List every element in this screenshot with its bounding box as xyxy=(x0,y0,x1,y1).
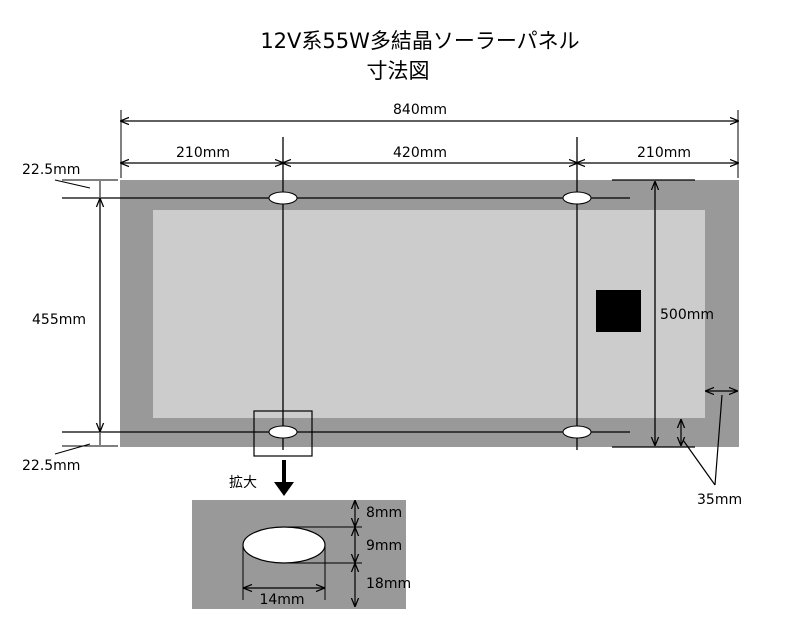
panel-height-label: 500mm xyxy=(660,307,714,323)
top-margin-label: 22.5mm xyxy=(22,162,80,178)
total-width-label: 840mm xyxy=(393,102,447,118)
zoom-callout-box xyxy=(253,410,313,457)
left-to-hole-label: 210mm xyxy=(176,145,230,161)
hole-top-right xyxy=(562,191,592,205)
title-line-1: 12V系55W多結晶ソーラーパネル xyxy=(260,29,579,53)
detail-hole-height-label: 9mm xyxy=(366,538,402,554)
hole-bottom-right xyxy=(562,425,592,439)
frame-width-leaders xyxy=(682,394,723,486)
bottom-margin-label: 22.5mm xyxy=(22,458,80,474)
right-extension-lines xyxy=(612,179,695,448)
hole-center-lines xyxy=(62,137,630,450)
hole-bottom-left xyxy=(268,425,298,439)
detail-extension-lines xyxy=(242,526,362,600)
detail-bottom-offset-label: 18mm xyxy=(366,576,411,592)
zoom-callout-label: 拡大 xyxy=(229,475,257,491)
mounting-holes xyxy=(268,191,592,439)
junction-box xyxy=(596,290,641,332)
top-extension-lines xyxy=(120,110,739,178)
title-line-2: 寸法図 xyxy=(367,59,430,83)
hole-top-left xyxy=(268,191,298,205)
frame-width-label: 35mm xyxy=(697,492,742,508)
bottom-margin-leader xyxy=(54,443,91,455)
hole-spacing-label: 420mm xyxy=(393,145,447,161)
hole-to-right-label: 210mm xyxy=(637,145,691,161)
detail-hole-width-label: 14mm xyxy=(259,592,304,608)
top-margin-leader xyxy=(54,179,91,189)
detail-hole xyxy=(242,526,326,564)
left-extension-lines xyxy=(62,179,118,447)
detail-top-offset-label: 8mm xyxy=(366,505,402,521)
down-arrow-icon xyxy=(274,460,294,496)
hole-vertical-spacing-label: 455mm xyxy=(32,312,86,328)
